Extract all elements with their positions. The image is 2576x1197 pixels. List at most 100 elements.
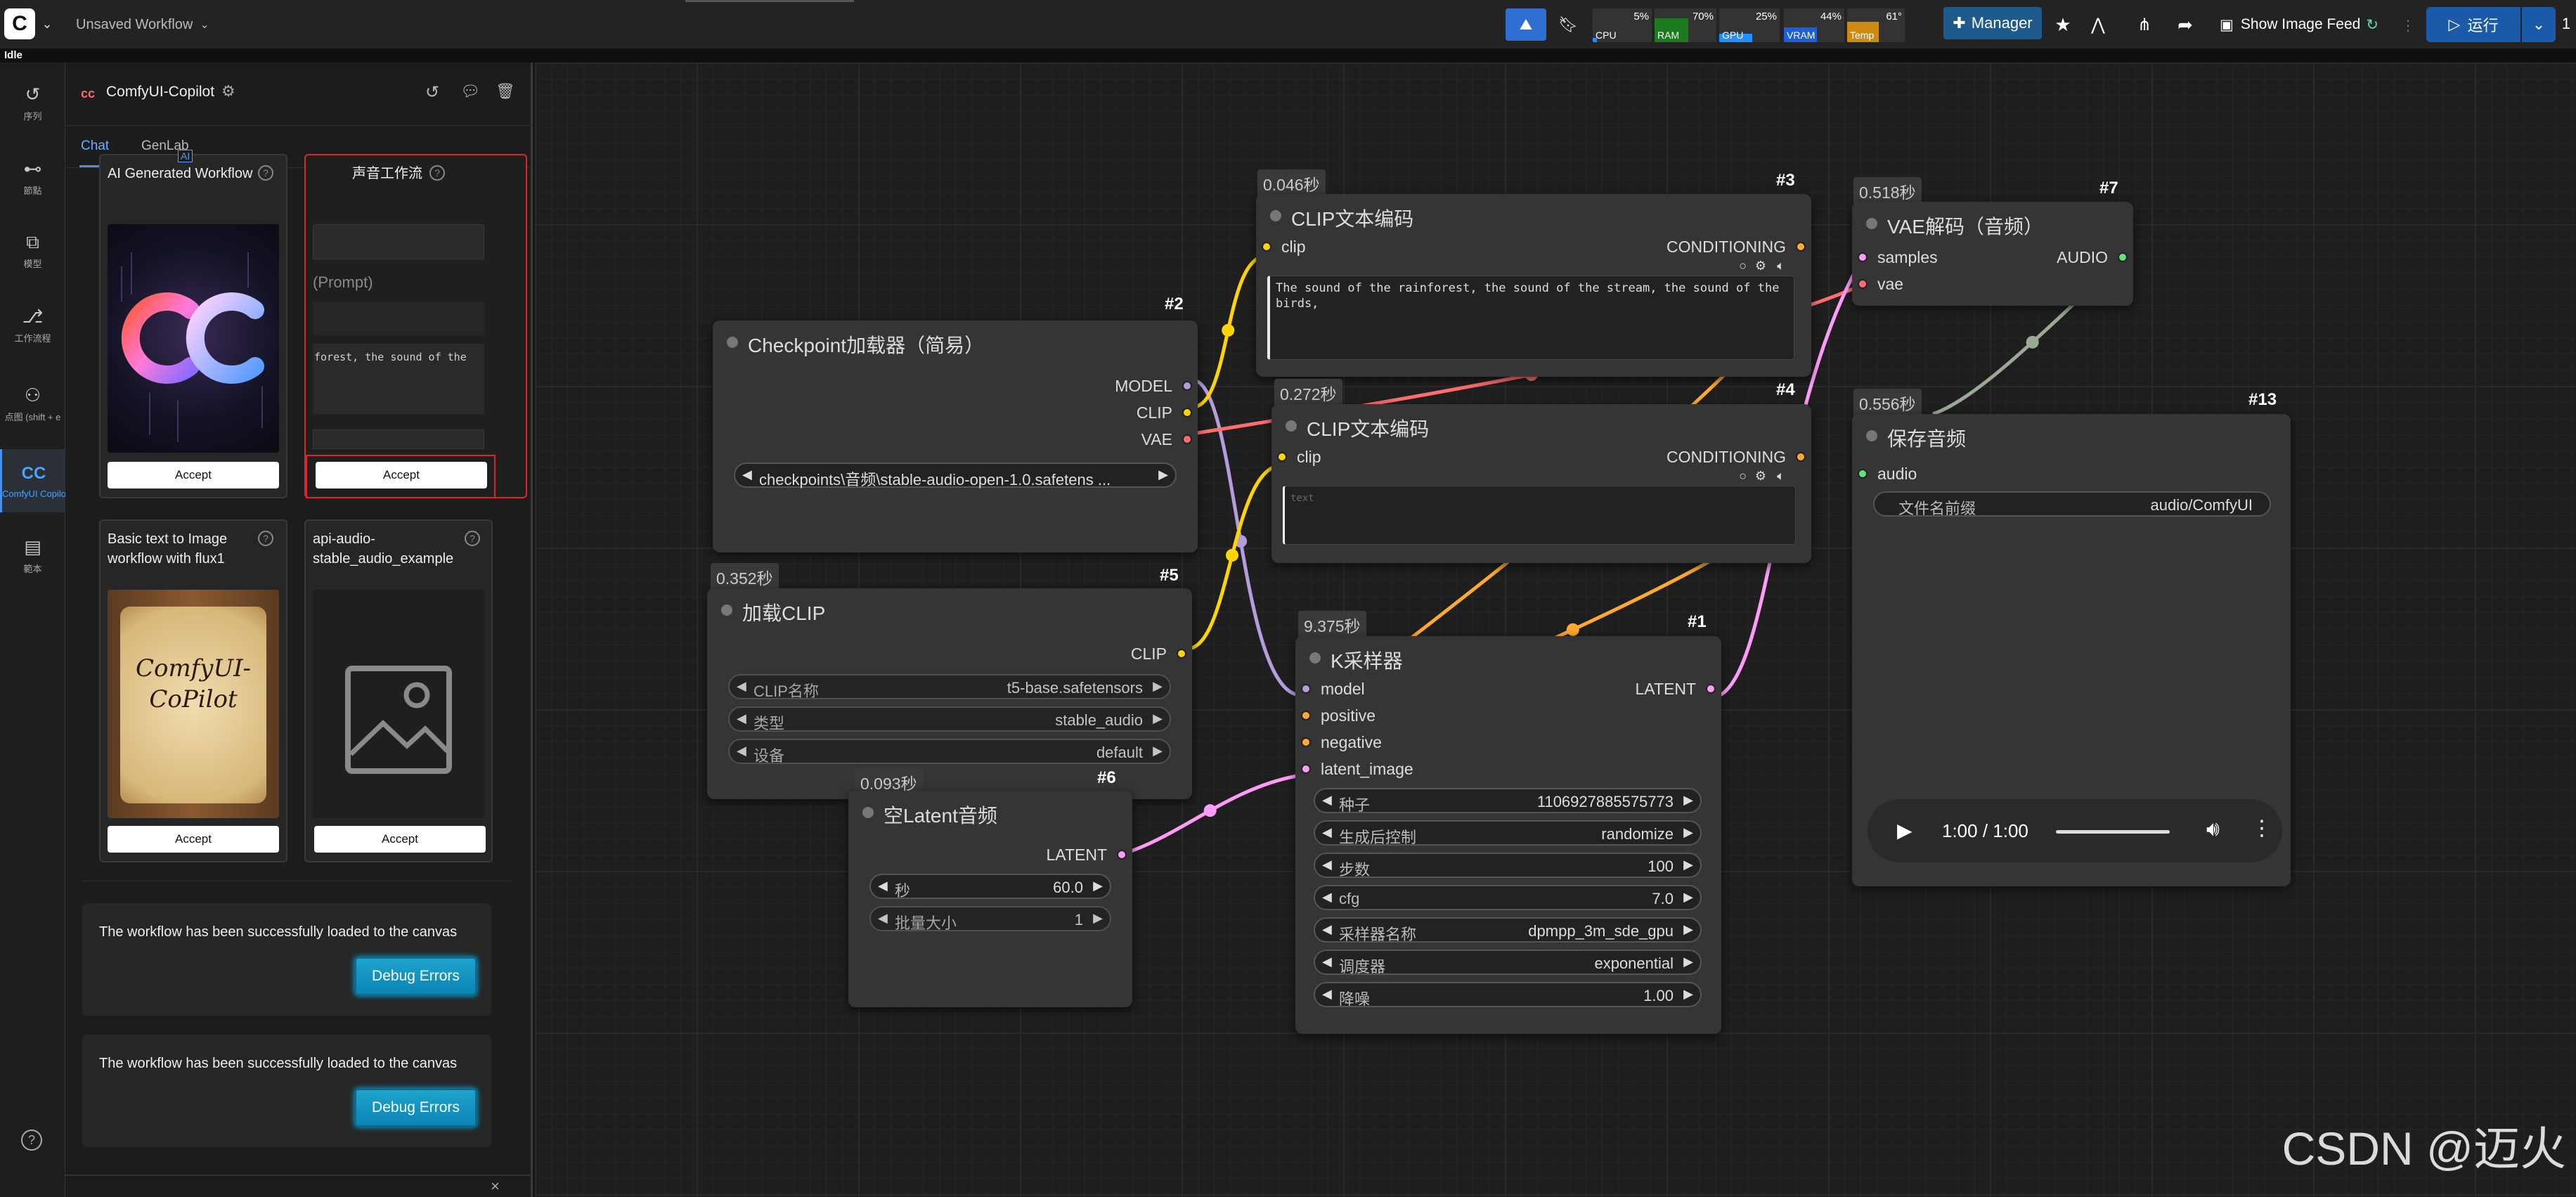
share-icon[interactable]: ➦ bbox=[2177, 13, 2193, 35]
workflow-card-api-audio[interactable]: api-audio-stable_audio_example ? Accept bbox=[304, 519, 493, 862]
node-header[interactable]: VAE解码（音频） bbox=[1852, 202, 2133, 244]
node-load-clip[interactable]: 加载CLIP CLIP ◀ CLIP名称 t5-base.safetensors… bbox=[707, 588, 1192, 799]
link-midpoint[interactable] bbox=[1226, 548, 1239, 562]
node-empty-latent-audio[interactable]: 空Latent音频 LATENT ◀ 秒 60.0 ▶◀ 批量大小 1 ▶ bbox=[848, 791, 1132, 1007]
trash-icon[interactable]: 🗑︎ bbox=[496, 82, 515, 100]
arrow-left-icon[interactable]: ◀ bbox=[1322, 955, 1332, 969]
arrow-right-icon[interactable]: ▶ bbox=[1153, 744, 1163, 758]
collapse-dot-icon[interactable] bbox=[1286, 420, 1297, 432]
node-checkpoint-loader[interactable]: Checkpoint加载器（简易） MODEL CLIP VAE ◀ check… bbox=[713, 321, 1198, 552]
widget-combo[interactable]: ◀ 类型 stable_audio ▶ bbox=[728, 706, 1171, 732]
node-header[interactable]: 空Latent音频 bbox=[848, 791, 1132, 833]
run-button[interactable]: ▷ 运行 bbox=[2426, 7, 2520, 42]
graph-icon[interactable]: ⋔ bbox=[2137, 15, 2152, 34]
chat-bubble-icon[interactable]: 💬︎ bbox=[460, 82, 480, 100]
collapse-dot-icon[interactable] bbox=[862, 807, 874, 818]
manager-button[interactable]: ✚ Manager bbox=[1943, 7, 2042, 39]
bookmark-icon[interactable]: 🔖︎ bbox=[1558, 15, 1578, 33]
arrow-right-icon[interactable]: ▶ bbox=[1683, 922, 1693, 936]
image-feed-button[interactable]: ▣ Show Image Feed ↻ bbox=[2220, 16, 2378, 33]
help-icon[interactable]: ? bbox=[465, 531, 480, 546]
drag-handle-icon[interactable]: ⋮ bbox=[2401, 18, 2415, 34]
widget-combo[interactable]: ◀ 调度器 exponential ▶ bbox=[1314, 950, 1702, 976]
node-header[interactable]: 加载CLIP bbox=[707, 588, 1192, 630]
input-clip-slot[interactable] bbox=[1262, 242, 1271, 252]
input-vae-slot[interactable] bbox=[1858, 279, 1868, 289]
link-midpoint[interactable] bbox=[1566, 623, 1579, 636]
link-midpoint[interactable] bbox=[1222, 323, 1235, 337]
crystools-icon[interactable]: ⛰ bbox=[1506, 8, 1546, 41]
input-audio-slot[interactable] bbox=[1858, 469, 1868, 479]
tab-genlab[interactable]: GenLab bbox=[141, 138, 189, 153]
gear-icon[interactable]: ⚙ bbox=[1754, 469, 1766, 483]
gear-icon[interactable]: ⚙ bbox=[1754, 259, 1766, 273]
arrow-right-icon[interactable]: ▶ bbox=[1683, 793, 1693, 807]
output-audio-slot[interactable] bbox=[2118, 252, 2128, 262]
arrow-right-icon[interactable]: ▶ bbox=[1683, 858, 1693, 872]
widget-combo[interactable]: ◀ 生成后控制 randomize ▶ bbox=[1314, 820, 1702, 846]
history-icon[interactable]: ↺ bbox=[425, 83, 440, 102]
collapse-dot-icon[interactable] bbox=[1866, 430, 1877, 441]
collapse-dot-icon[interactable] bbox=[1866, 218, 1877, 229]
accept-button[interactable]: Accept bbox=[314, 826, 486, 853]
sidebar-item-workflow[interactable]: ⎇工作流程 bbox=[0, 293, 65, 356]
input-negative-slot[interactable] bbox=[1301, 737, 1311, 747]
widget-combo[interactable]: ◀ CLIP名称 t5-base.safetensors ▶ bbox=[728, 674, 1171, 700]
output-clip-slot[interactable] bbox=[1177, 649, 1186, 659]
output-vae-slot[interactable] bbox=[1182, 434, 1192, 444]
input-samples-slot[interactable] bbox=[1858, 252, 1868, 262]
audio-player[interactable]: ▶ 1:00 / 1:00 🔊︎ ⋮ bbox=[1868, 799, 2282, 862]
node-clip-text-encode-positive[interactable]: CLIP文本编码 clip CONDITIONING ○ ⚙ 🔈︎ The so… bbox=[1256, 194, 1811, 377]
help-icon[interactable]: ? bbox=[429, 165, 445, 181]
arrow-right-icon[interactable]: ▶ bbox=[1683, 955, 1693, 969]
widget-combo[interactable]: ◀ cfg 7.0 ▶ bbox=[1314, 885, 1702, 910]
link-midpoint[interactable] bbox=[1203, 804, 1217, 817]
output-latent-slot[interactable] bbox=[1706, 684, 1716, 694]
node-header[interactable]: 保存音频 bbox=[1852, 414, 2291, 456]
node-header[interactable]: Checkpoint加载器（简易） bbox=[713, 321, 1198, 363]
arrow-right-icon[interactable]: ▶ bbox=[1158, 467, 1168, 481]
progress-track[interactable] bbox=[2056, 830, 2170, 834]
arrow-left-icon[interactable]: ◀ bbox=[878, 879, 888, 893]
output-model-slot[interactable] bbox=[1182, 381, 1192, 391]
arrow-left-icon[interactable]: ◀ bbox=[737, 711, 746, 725]
sidebar-item-node-map[interactable]: ⚇点图 (shift + e bbox=[0, 372, 65, 435]
link-midpoint[interactable] bbox=[2026, 335, 2039, 349]
node-header[interactable]: CLIP文本编码 bbox=[1256, 194, 1811, 236]
volume-icon[interactable]: 🔊︎ bbox=[2206, 817, 2220, 841]
arrow-left-icon[interactable]: ◀ bbox=[1322, 858, 1332, 872]
play-icon[interactable]: ▶ bbox=[1897, 820, 1912, 841]
help-icon[interactable]: ? bbox=[21, 1130, 42, 1151]
tab-chat[interactable]: Chat bbox=[81, 138, 110, 153]
widget-combo[interactable]: ◀ 批量大小 1 ▶ bbox=[869, 906, 1111, 932]
arrow-left-icon[interactable]: ◀ bbox=[742, 467, 752, 481]
arrow-right-icon[interactable]: ▶ bbox=[1153, 679, 1163, 693]
arrow-left-icon[interactable]: ◀ bbox=[1322, 825, 1332, 839]
arrow-right-icon[interactable]: ▶ bbox=[1683, 890, 1693, 904]
arrow-right-icon[interactable]: ▶ bbox=[1153, 711, 1163, 725]
workflow-tab[interactable]: Unsaved Workflow ⌄ bbox=[76, 13, 209, 37]
node-save-audio[interactable]: 保存音频 audio 文件名前缀 audio/ComfyUI ▶ 1:00 / … bbox=[1852, 414, 2291, 886]
arrow-left-icon[interactable]: ◀ bbox=[1322, 922, 1332, 936]
node-header[interactable]: K采样器 bbox=[1295, 636, 1721, 678]
arrow-right-icon[interactable]: ▶ bbox=[1093, 879, 1103, 893]
toggle-circle-icon[interactable]: ○ bbox=[1739, 259, 1747, 273]
sidebar-item-history[interactable]: ↺序列 bbox=[0, 71, 65, 134]
arrow-left-icon[interactable]: ◀ bbox=[1322, 793, 1332, 807]
ckpt-name-combo[interactable]: ◀ checkpoints\音频\stable-audio-open-1.0.s… bbox=[734, 462, 1177, 488]
sidebar-item-node[interactable]: ⊷節點 bbox=[0, 145, 65, 209]
output-clip-slot[interactable] bbox=[1182, 408, 1192, 418]
node-header[interactable]: CLIP文本编码 bbox=[1271, 404, 1811, 446]
arrow-left-icon[interactable]: ◀ bbox=[737, 744, 746, 758]
accept-button[interactable]: Accept bbox=[316, 462, 487, 488]
help-icon[interactable]: ? bbox=[258, 165, 273, 181]
node-vae-decode-audio[interactable]: VAE解码（音频） samples vae AUDIO bbox=[1852, 202, 2133, 306]
collapse-dot-icon[interactable] bbox=[727, 337, 738, 348]
input-latent_image-slot[interactable] bbox=[1301, 764, 1311, 774]
toggle-circle-icon[interactable]: ○ bbox=[1739, 469, 1747, 483]
close-icon[interactable]: × bbox=[491, 1177, 500, 1195]
speaker-icon[interactable]: 🔈︎ bbox=[1777, 469, 1785, 483]
workflow-card-ai-generated[interactable]: AI AI Generated Workflow ? bbox=[99, 150, 287, 498]
comfy-logo-icon[interactable]: C bbox=[4, 8, 35, 39]
